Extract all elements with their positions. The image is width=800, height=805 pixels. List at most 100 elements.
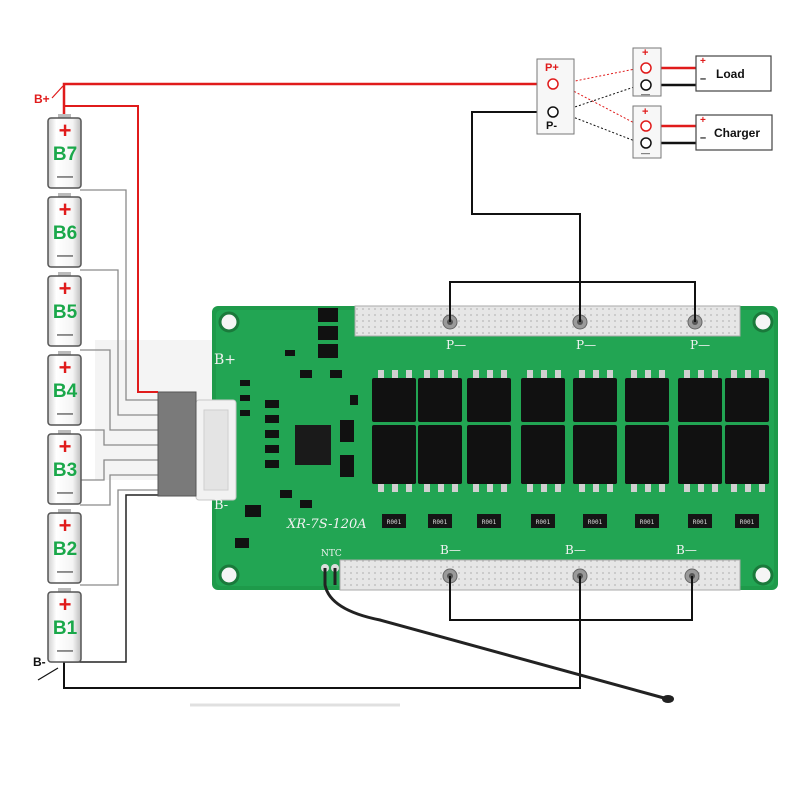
- mosfet: [625, 440, 669, 484]
- pcb-b-minus-mid: B—: [565, 543, 586, 557]
- cell-minus-sign: —: [57, 563, 73, 580]
- mosfet: [467, 440, 511, 484]
- p-terminal-box: [536, 58, 575, 135]
- charger-label: Charger: [714, 126, 761, 140]
- p-plus-terminal: [547, 78, 559, 90]
- sense-resistor: [635, 514, 659, 528]
- cell-label-b3: B3: [52, 460, 78, 481]
- control-section: [235, 308, 358, 548]
- p-minus-wire: [471, 111, 581, 322]
- p-minus-bus: [449, 281, 696, 322]
- mosfet: [467, 378, 511, 422]
- mounting-hole: [218, 311, 240, 333]
- resistor-code: R001: [588, 519, 603, 526]
- battery-pack: [47, 114, 82, 663]
- resistor-code: R001: [740, 519, 755, 526]
- bms-board: R001 R001 R001 R001 R001 R001 R001 R001: [195, 305, 778, 591]
- mosfet: [573, 378, 617, 422]
- battery-cell-b2: [47, 512, 82, 584]
- cell-cap: [58, 430, 71, 435]
- cell-cap: [58, 588, 71, 593]
- mosfet: [521, 440, 565, 484]
- pcb-model-label: XR-7S-120A: [287, 517, 367, 532]
- pcb-b-minus-left: B—: [440, 543, 461, 557]
- cell-cap: [58, 193, 71, 198]
- cell-label-b4: B4: [52, 381, 78, 402]
- cell-label-b7: B7: [52, 144, 78, 165]
- pcb-p-minus-right: P—: [690, 338, 711, 352]
- sense-resistor: [477, 514, 501, 528]
- sense-resistor: [382, 514, 406, 528]
- charger-block-plus: +: [642, 106, 649, 118]
- cell-minus-sign: —: [57, 642, 73, 659]
- battery-cell-b1: [47, 591, 82, 663]
- charger-minus-sign: –: [700, 132, 707, 144]
- cell-minus-sign: —: [57, 326, 73, 343]
- resistor-code: R001: [693, 519, 708, 526]
- pcb-p-minus-mid: P—: [576, 338, 597, 352]
- mosfet: [725, 378, 769, 422]
- cell-label-b2: B2: [52, 539, 78, 560]
- cell-plus-sign: +: [58, 276, 72, 301]
- b-plus-sense-wire: [64, 105, 158, 393]
- mosfet: [678, 440, 722, 484]
- p-minus-strip: [354, 305, 741, 337]
- charger-plus-sign: +: [700, 115, 706, 126]
- cell-cap: [58, 114, 71, 119]
- mosfet: [678, 378, 722, 422]
- cell-plus-sign: +: [58, 434, 72, 459]
- ntc-cable: [323, 568, 665, 700]
- resistor-code: R001: [536, 519, 551, 526]
- battery-cell-b4: [47, 354, 82, 426]
- sense-resistor: [428, 514, 452, 528]
- mosfet: [372, 440, 416, 484]
- cell-minus-sign: —: [57, 247, 73, 264]
- mosfet: [625, 378, 669, 422]
- mosfet: [573, 440, 617, 484]
- pcb-b-minus-pad: B-: [214, 498, 229, 513]
- b-minus-bus: [449, 576, 693, 621]
- resistor-code: R001: [482, 519, 497, 526]
- load-label: Load: [716, 67, 745, 81]
- cell-label-b5: B5: [52, 302, 78, 323]
- resistor-code: R001: [640, 519, 655, 526]
- b-minus-label: B-: [33, 655, 46, 669]
- mosfet: [372, 378, 416, 422]
- p-plus-label: P+: [545, 62, 559, 74]
- sense-resistor: [735, 514, 759, 528]
- cell-cap: [58, 509, 71, 514]
- pcb-p-minus-left: P—: [446, 338, 467, 352]
- load-block-plus: +: [642, 47, 649, 59]
- load-box: [695, 55, 772, 92]
- pcb-b-minus-right: B—: [676, 543, 697, 557]
- b-minus-wire: [63, 576, 581, 689]
- control-ic: [295, 425, 331, 465]
- balance-plug: [157, 391, 197, 497]
- ntc-label: NTC: [321, 549, 342, 559]
- mosfet: [418, 440, 462, 484]
- resistor-code: R001: [433, 519, 448, 526]
- sense-resistor-row: R001 R001 R001 R001 R001 R001 R001 R001: [382, 514, 759, 528]
- cell-label-b6: B6: [52, 223, 78, 244]
- sense-resistor: [688, 514, 712, 528]
- battery-cell-b6: [47, 196, 82, 268]
- charger-terminal-block: [632, 105, 662, 159]
- charger-block-minus: —: [641, 148, 650, 158]
- charger-box: [695, 114, 773, 151]
- resistor-code: R001: [387, 519, 402, 526]
- cell-cap: [58, 272, 71, 277]
- mosfet: [521, 378, 565, 422]
- b-plus-arrow: [51, 85, 64, 99]
- b-minus-strip: [339, 559, 741, 591]
- cell-minus-sign: —: [57, 484, 73, 501]
- mosfet: [725, 440, 769, 484]
- cell-plus-sign: +: [58, 355, 72, 380]
- cell-plus-sign: +: [58, 592, 72, 617]
- sense-resistor: [531, 514, 555, 528]
- cell-label-b1: B1: [52, 618, 78, 639]
- battery-cell-b5: [47, 275, 82, 347]
- ntc-probe-tip: [662, 695, 674, 703]
- battery-cell-b3: [47, 433, 82, 505]
